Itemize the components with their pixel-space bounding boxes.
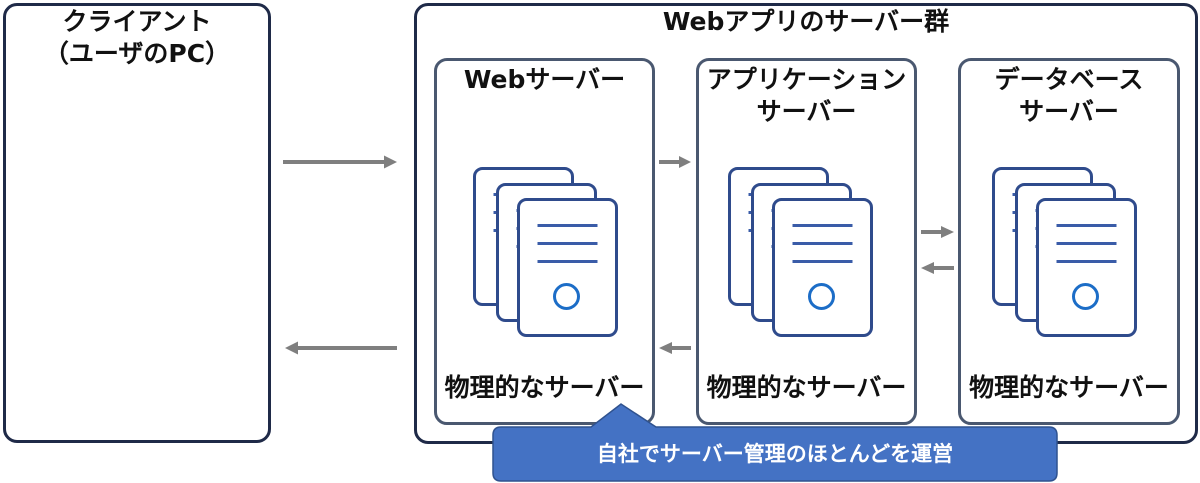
server-stack-icon	[992, 167, 1137, 337]
callout-text: 自社でサーバー管理のほとんどを運営	[596, 442, 954, 466]
server-group-box: Webアプリのサーバー群 Webサーバー 物理的なサーバー	[414, 3, 1198, 444]
app-server-title: アプリケーション サーバー	[699, 64, 914, 128]
web-server-title: Webサーバー	[437, 64, 652, 96]
server-page-front	[517, 198, 618, 337]
web-server-title-line: Webサーバー	[463, 65, 626, 94]
client-title: クライアント （ユーザのPC）	[6, 6, 268, 70]
client-title-line: クライアント	[62, 7, 212, 36]
app-server-box: アプリケーション サーバー 物理的なサーバー	[696, 58, 917, 425]
arrow-client-to-web	[283, 155, 397, 169]
server-page-front	[772, 198, 873, 337]
app-server-title-line: アプリケーション	[706, 65, 907, 94]
db-server-box: データベース サーバー 物理的なサーバー	[958, 58, 1180, 425]
db-server-title-line: データベース	[994, 65, 1144, 94]
server-page-front	[1036, 198, 1137, 337]
server-stack-icon	[728, 167, 873, 337]
arrow-web-to-client	[285, 341, 397, 355]
client-box: クライアント （ユーザのPC）	[3, 3, 271, 443]
db-server-title: データベース サーバー	[961, 64, 1177, 128]
web-server-caption: 物理的なサーバー	[444, 373, 645, 402]
db-server-title-line: サーバー	[1019, 97, 1119, 126]
db-server-caption: 物理的なサーバー	[969, 373, 1169, 402]
server-stack-icon	[473, 167, 618, 337]
app-server-caption: 物理的なサーバー	[706, 373, 907, 402]
app-server-title-line: サーバー	[756, 97, 857, 126]
web-server-box: Webサーバー 物理的なサーバー	[434, 58, 655, 425]
client-subtitle-line: （ユーザのPC）	[43, 39, 231, 68]
server-group-title: Webアプリのサーバー群	[662, 7, 950, 36]
